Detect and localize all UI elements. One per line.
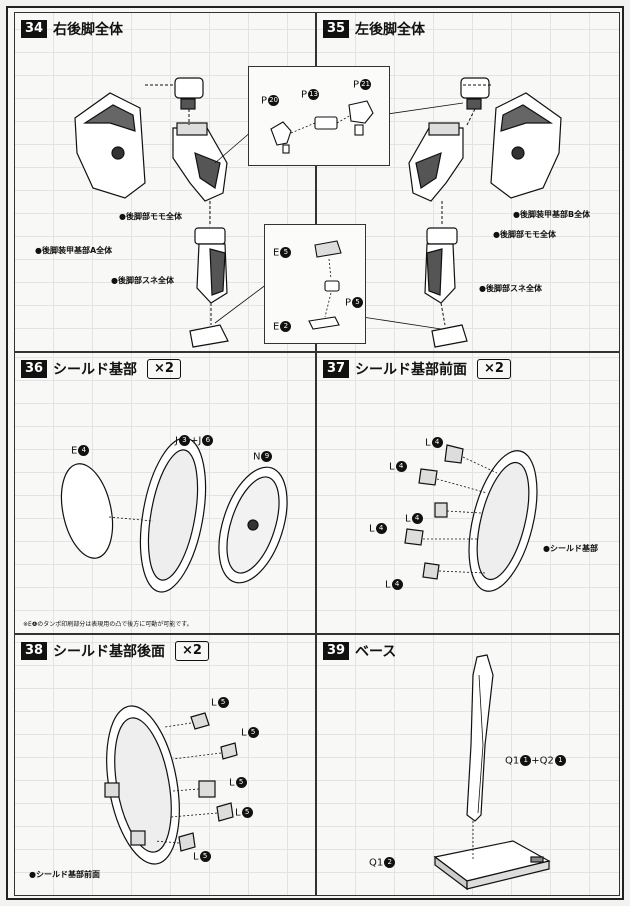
- foot-part: [431, 324, 468, 348]
- rear-leg-armor-b: [490, 92, 562, 199]
- step-number: 37: [323, 360, 349, 378]
- step-34-header: 34 右後脚全体: [21, 19, 123, 39]
- step-number: 39: [323, 642, 349, 660]
- step-39-drawing: [433, 654, 551, 891]
- label-armor-a: ●後脚装甲基部A全体: [35, 246, 113, 255]
- label-shin: ●後脚部スネ全体: [111, 276, 174, 285]
- step-37-drawing: [404, 444, 538, 592]
- callout-p-drawing: [270, 100, 374, 154]
- foot-part: [189, 324, 229, 348]
- label-armor-b: ●後脚装甲基部B全体: [513, 210, 591, 219]
- label-thigh: ●後脚部モモ全体: [119, 212, 182, 221]
- step-37-header: 37 シールド基部前面 ×2: [323, 359, 511, 379]
- step-38-header: 38 シールド基部後面 ×2: [21, 641, 209, 661]
- quantity-badge: ×2: [147, 359, 181, 379]
- step-38-panel: 38 シールド基部後面 ×2: [14, 634, 316, 896]
- step-38-drawing: [104, 705, 238, 865]
- step-39-header: 39 ベース: [323, 641, 396, 661]
- thigh-part: [408, 122, 464, 202]
- hip-joint: [174, 77, 204, 110]
- quantity-badge: ×2: [175, 641, 209, 661]
- thigh-part: [172, 122, 228, 202]
- hip-joint: [460, 77, 490, 110]
- label-shield-base: ●シールド基部: [543, 544, 598, 553]
- step-title: シールド基部: [53, 362, 137, 378]
- step-36-header: 36 シールド基部 ×2: [21, 359, 181, 379]
- label-shield-front: ●シールド基部前面: [29, 870, 100, 879]
- shin-part: [194, 227, 228, 304]
- step-title: シールド基部後面: [53, 644, 165, 660]
- instruction-sheet: 34 右後脚全体: [6, 6, 624, 900]
- callout-e-drawing: [308, 240, 342, 330]
- step-35-drawing: [317, 77, 562, 348]
- step-title: ベース: [355, 644, 397, 660]
- label-shin: ●後脚部スネ全体: [479, 284, 542, 293]
- quantity-badge: ×2: [477, 359, 511, 379]
- step-35-header: 35 左後脚全体: [323, 19, 425, 39]
- footnote: ※E❹のタンポ印刷部分は表現用の凸で後方に可動が可能です。: [23, 621, 193, 628]
- step-title: シールド基部前面: [355, 362, 467, 378]
- label-thigh: ●後脚部モモ全体: [493, 230, 556, 239]
- step-36-drawing: [60, 437, 288, 593]
- step-number: 34: [21, 20, 47, 38]
- step-34-drawing: [74, 77, 276, 348]
- step-number: 36: [21, 360, 47, 378]
- step-title: 左後脚全体: [355, 22, 425, 38]
- rear-leg-armor-a: [74, 92, 146, 199]
- step-title: 右後脚全体: [53, 22, 123, 38]
- step-number: 35: [323, 20, 349, 38]
- step-number: 38: [21, 642, 47, 660]
- shin-part: [424, 227, 458, 304]
